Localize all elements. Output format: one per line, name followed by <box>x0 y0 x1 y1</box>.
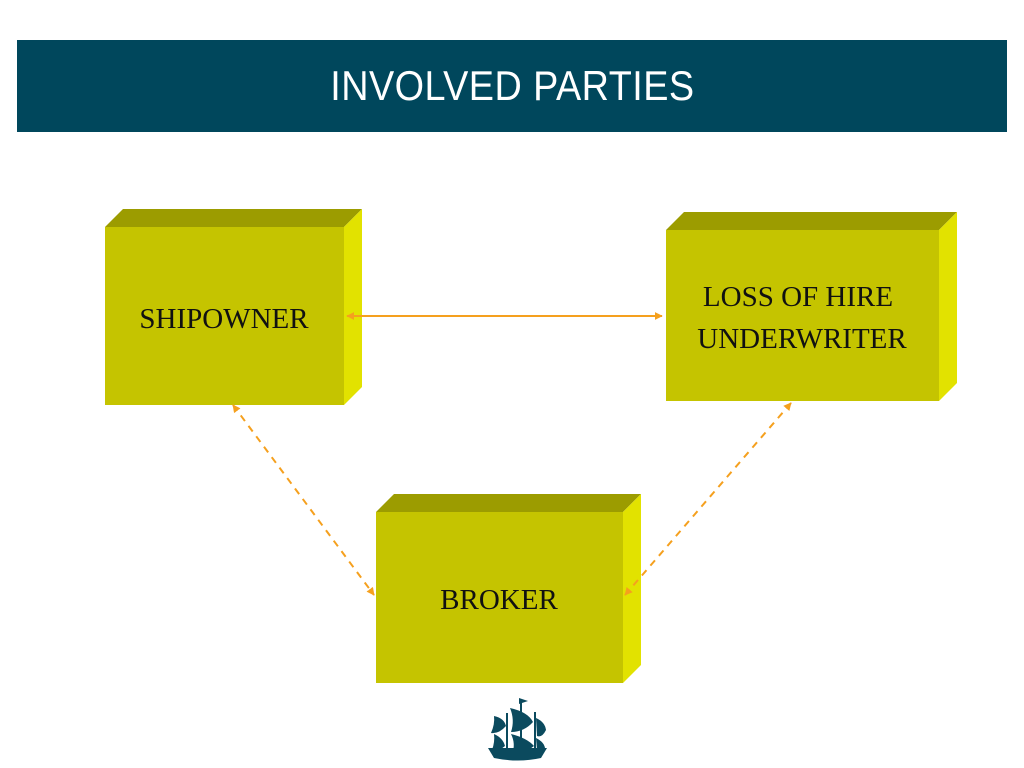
underwriter-box-top <box>666 212 957 230</box>
shipowner-label: SHIPOWNER <box>139 303 309 335</box>
underwriter-box: LOSS OF HIRE UNDERWRITER <box>666 212 957 401</box>
underwriter-broker-connector <box>624 402 792 596</box>
shipowner-box-top <box>105 209 362 227</box>
broker-box-front <box>376 512 623 683</box>
broker-label: BROKER <box>440 584 558 616</box>
broker-box: BROKER <box>376 494 641 683</box>
shipowner-box-front <box>105 227 344 405</box>
underwriter-box-side <box>939 212 957 401</box>
underwriter-label-line2: UNDERWRITER <box>697 323 907 355</box>
sailing-ship-icon <box>488 698 547 761</box>
broker-box-side <box>623 494 641 683</box>
slide-title: INVOLVED PARTIES <box>329 62 695 109</box>
broker-box-top <box>376 494 641 512</box>
shipowner-broker-connector <box>232 404 375 596</box>
shipowner-box-side <box>344 209 362 405</box>
title-bar: INVOLVED PARTIES <box>17 40 1007 132</box>
underwriter-label-line1: LOSS OF HIRE <box>703 281 893 313</box>
underwriter-box-front <box>666 230 939 401</box>
shipowner-box: SHIPOWNER <box>105 209 362 405</box>
